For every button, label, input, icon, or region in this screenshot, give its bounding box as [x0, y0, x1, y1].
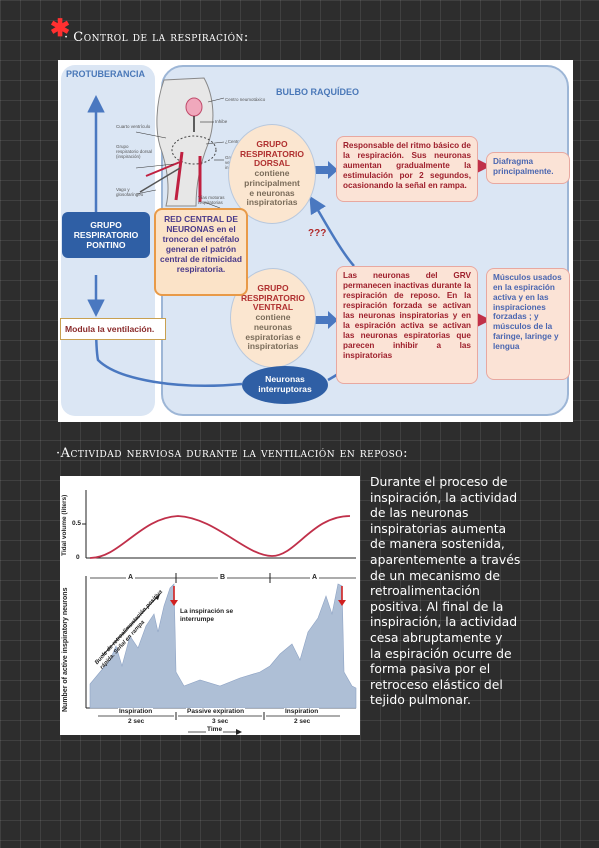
note-line: forma pasiva por el — [370, 661, 491, 677]
interruptoras-oval: Neuronas interruptoras — [242, 366, 328, 404]
diafragma-box: Diafragma principalmente. — [486, 152, 570, 184]
section-title-control: · Control de la respiración: — [64, 30, 249, 45]
ytick-0: 0 — [76, 554, 80, 561]
red-central-box: RED CENTRAL DE NEURONAS en el tronco del… — [154, 208, 248, 296]
respiration-control-diagram: PROTUBERANCIA BULBO RAQUÍDEO Centro neum… — [58, 60, 573, 422]
note-line: Durante el proceso de — [370, 474, 508, 489]
label-grupo-dorsal: Grupo respiratorio dorsal (inspiración) — [116, 144, 153, 159]
question-marks: ??? — [308, 228, 327, 239]
ylabel-tidal-volume: Tidal volume (liters) — [61, 494, 68, 556]
phase-label-a2: A — [310, 574, 320, 581]
bottom-phase-3-duration: 2 sec — [294, 718, 311, 725]
note-line: cesa abruptamente y — [370, 629, 503, 645]
bottom-phase-3-name: Inspiration — [284, 708, 320, 715]
note-line: positiva. Al final de la — [370, 598, 504, 614]
phase-label-a1: A — [126, 574, 136, 581]
ytick-0-5: 0.5 — [72, 520, 82, 527]
label-cuarto-ventriculo: Cuarto ventrículo — [116, 124, 151, 129]
phase-label-b: B — [218, 574, 228, 581]
brainstem-illustration — [135, 77, 225, 209]
note-line: inspiración, la actividad — [370, 489, 518, 505]
modula-ventilacion-box: Modula la ventilación. — [60, 318, 166, 340]
note-line: la espiración ocurre de — [370, 645, 512, 661]
bottom-phase-2-name: Passive expiration — [186, 708, 246, 715]
note-line: de las neuronas — [370, 505, 469, 521]
label-centro-neumotaxico: Centro neumotáxico — [225, 97, 266, 102]
handwritten-notes: Durante el proceso de inspiración, la ac… — [370, 474, 599, 708]
protuberancia-label: PROTUBERANCIA — [66, 69, 146, 79]
musculos-box: Músculos usados en la espiración activa … — [486, 268, 570, 380]
note-line: retroalimentación — [370, 583, 480, 599]
note-line: tejido pulmonar. — [370, 692, 471, 708]
note-line: inspiratorias aumenta — [370, 520, 507, 536]
bottom-phase-1-name: Inspiration — [118, 708, 154, 715]
label-inhibe: Inhibe — [215, 119, 228, 124]
interrupt-annotation: La inspiración se interrumpe — [180, 608, 234, 623]
ritmo-basico-box: Responsable del ritmo básico de la respi… — [336, 136, 478, 202]
note-line: aparentemente a través — [370, 551, 521, 567]
label-vago-gloso: Vago y glosofaríngeo — [116, 187, 144, 197]
dorsal-group-oval: GRUPO RESPIRATORIO DORSAL contiene princ… — [228, 124, 316, 224]
activity-fill — [89, 583, 357, 709]
note-line: de un mecanismo de — [370, 567, 500, 583]
activity-graph: Tidal volume (liters) Number of active i… — [60, 476, 360, 735]
bottom-phase-1-duration: 2 sec — [128, 718, 145, 725]
section-title-actividad: ·Actividad nerviosa durante la ventilaci… — [56, 446, 409, 461]
asterisk-icon: ✱ — [50, 15, 71, 42]
pontino-group-box: GRUPO RESPIRATORIO PONTINO — [62, 212, 150, 258]
tidal-volume-curve — [89, 515, 351, 559]
xlabel-time: Time — [206, 726, 224, 733]
graph-canvas — [82, 490, 357, 735]
label-vias-motoras: Vías motoras respiratorias — [198, 195, 225, 205]
note-line: inspiración, la actividad — [370, 614, 518, 630]
note-line: retroceso elástico del — [370, 676, 503, 692]
ylabel-active-neurons: Number of active inspiratory neurons — [62, 587, 69, 712]
note-line: de manera sostenida, — [370, 536, 505, 552]
grv-description-box: Las neuronas del GRV permanecen inactiva… — [336, 266, 478, 384]
bulbo-label: BULBO RAQUÍDEO — [276, 87, 359, 97]
bottom-phase-2-duration: 3 sec — [212, 718, 229, 725]
